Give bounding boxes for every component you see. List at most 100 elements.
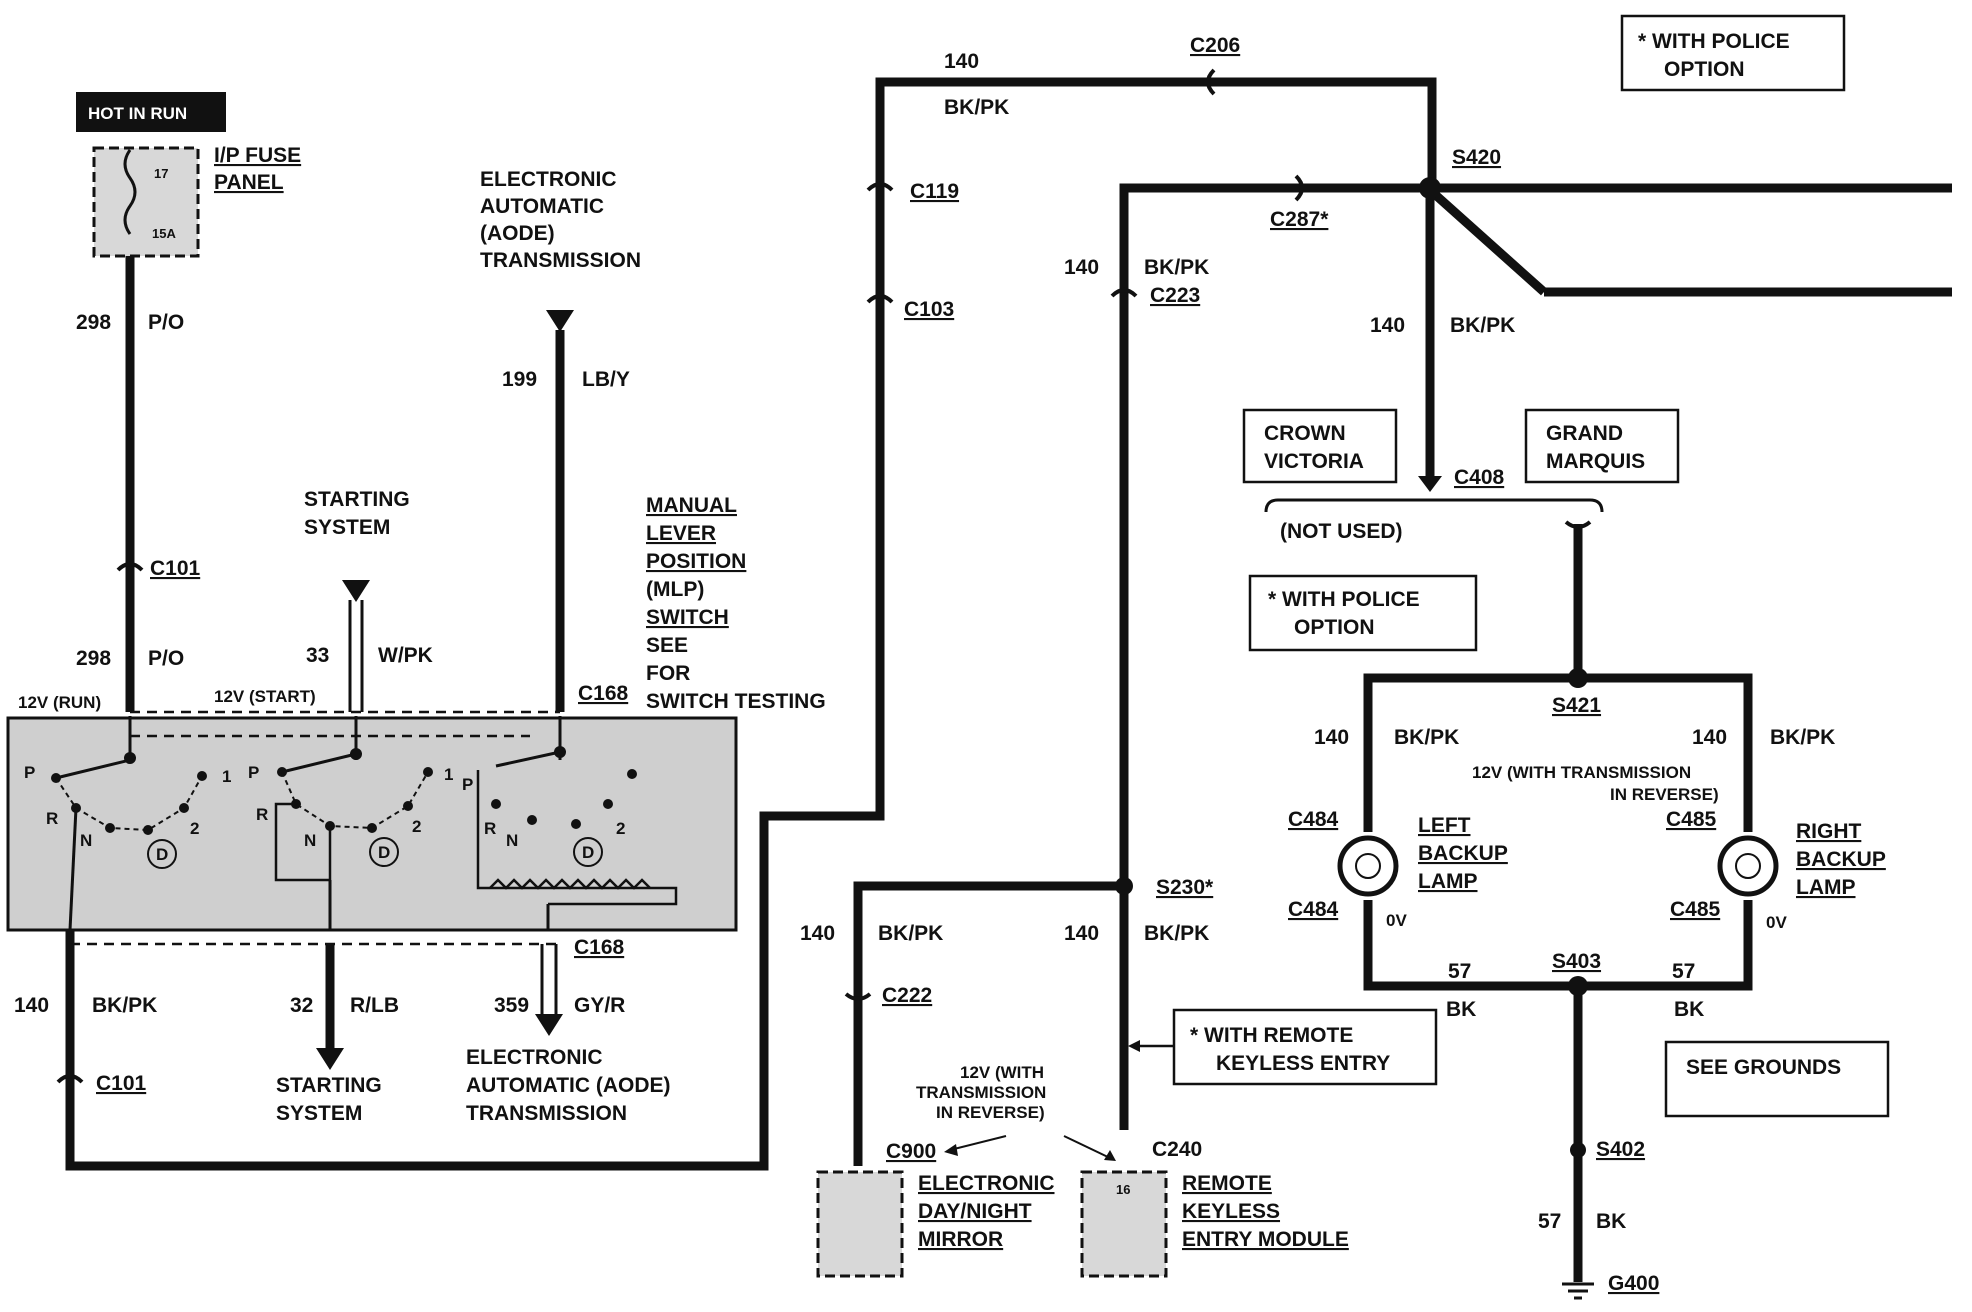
right-lamp-2: BACKUP (1796, 848, 1886, 871)
wire-140-color-c223: BK/PK (1144, 256, 1209, 279)
contact-d-1 (143, 825, 153, 835)
transmission-top-4: TRANSMISSION (480, 249, 641, 272)
fuse-panel-label-2: PANEL (214, 171, 284, 194)
reverse-voltage-lamps-2: IN REVERSE) (1610, 785, 1719, 804)
mlp-label-2: LEVER (646, 522, 716, 545)
rke-label-2: KEYLESS (1182, 1200, 1280, 1223)
c168-label-bottom: C168 (574, 936, 625, 959)
pos-d-ring-1 (147, 839, 177, 869)
wiper-2 (281, 752, 357, 774)
wire-140-rke-branch (1119, 183, 1952, 1130)
police-option-mid-1: * WITH POLICE (1268, 588, 1420, 611)
wire-57-color-bottom: BK (1596, 1210, 1626, 1233)
s402-splice (1570, 1142, 1586, 1158)
wire-359-color: GY/R (574, 994, 625, 1017)
wiper-3 (495, 750, 561, 768)
left-backup-lamp-icon (1337, 835, 1399, 897)
s403-splice (1568, 976, 1588, 996)
fuse-icon (123, 149, 137, 235)
rke-label-3: ENTRY MODULE (1182, 1228, 1349, 1251)
crown-victoria-box (1242, 408, 1398, 484)
c287-label: C287* (1270, 208, 1329, 231)
transmission-top-2: AUTOMATIC (480, 195, 604, 218)
wire-140-color-c408: BK/PK (1450, 314, 1515, 337)
s403-label: S403 (1552, 950, 1601, 973)
fuse-rating: 15A (152, 226, 176, 241)
police-option-note-top (1620, 14, 1846, 92)
mlp-label-3: POSITION (646, 550, 746, 573)
remote-keyless-note-2: KEYLESS ENTRY (1216, 1052, 1390, 1075)
wire-140-color-left-lamp: BK/PK (1394, 726, 1459, 749)
wire-140-num-mirror: 140 (800, 922, 835, 945)
left-lamp-1: LEFT (1418, 814, 1471, 837)
police-option-mid-2: OPTION (1294, 616, 1375, 639)
wiper-1 (55, 758, 131, 780)
pos-p-2: P (248, 763, 259, 782)
grand-marquis-1: GRAND (1546, 422, 1623, 445)
pos-n-2: N (304, 831, 316, 850)
wire-57-num-right: 57 (1672, 960, 1695, 983)
pos-2-2: 2 (412, 817, 421, 836)
pos-r-3: R (484, 819, 496, 838)
c101-connector-bottom-icon (56, 1074, 84, 1084)
starting-system-arrow-icon (342, 580, 370, 602)
pivot-2 (350, 748, 362, 760)
resistor-ladder (489, 878, 651, 890)
c222-label: C222 (882, 984, 932, 1007)
s421-label: S421 (1552, 694, 1601, 717)
left-lamp-2: BACKUP (1418, 842, 1508, 865)
police-option-top-1: * WITH POLICE (1638, 30, 1790, 53)
mirror-label-2: DAY/NIGHT (918, 1200, 1032, 1223)
hot-in-run-banner (76, 92, 226, 132)
pivot-1 (124, 752, 136, 764)
starting-system-bottom-1: STARTING (276, 1074, 382, 1097)
hot-in-run-label: HOT IN RUN (88, 104, 187, 123)
wire-32-num: 32 (290, 994, 313, 1017)
c101-label-top: C101 (150, 557, 201, 580)
mlp-label-1: MANUAL (646, 494, 737, 517)
contact-r-3 (491, 799, 501, 809)
wire-140-color-right-lamp: BK/PK (1770, 726, 1835, 749)
wire-32-arrow-icon (316, 1048, 344, 1070)
c119-connector-icon (866, 182, 894, 192)
left-lamp-3: LAMP (1418, 870, 1478, 893)
right-backup-lamp-icon (1717, 835, 1779, 897)
transmission-circuit (476, 770, 678, 906)
wire-140-main-loop (65, 77, 1437, 1171)
pos-r-1: R (46, 809, 58, 828)
wire-359-arrow-icon (535, 1014, 563, 1036)
mirror-pointer (949, 1135, 1007, 1151)
s421-splice (1568, 668, 1588, 688)
rke-pointer (1063, 1135, 1111, 1159)
not-used-label: (NOT USED) (1280, 520, 1403, 543)
wire-140-mirror (853, 881, 1124, 1166)
wire-140-num-c408: 140 (1370, 314, 1405, 337)
pivot-3 (554, 746, 566, 758)
mlp-label-7: FOR (646, 662, 690, 685)
see-grounds-box (1664, 1040, 1890, 1118)
day-night-mirror-module (816, 1170, 904, 1278)
wire-57-num-bottom: 57 (1538, 1210, 1561, 1233)
c408-arrow-icon (1418, 476, 1442, 492)
transmission-bottom-2: AUTOMATIC (AODE) (466, 1074, 671, 1097)
rke-pin: 16 (1116, 1182, 1130, 1197)
mlp-label-6: SEE (646, 634, 688, 657)
vehicle-bracket (1264, 498, 1604, 513)
reverse-voltage-mirror-2: TRANSMISSION (916, 1083, 1046, 1102)
wire-199-color: LB/Y (582, 368, 630, 391)
wire-140-color-top: BK/PK (944, 96, 1009, 119)
pos-d-ring-3 (573, 837, 603, 867)
c103-connector-icon (866, 294, 894, 304)
transmission-bottom-1: ELECTRONIC (466, 1046, 603, 1069)
wire-140-num-left-lamp: 140 (1314, 726, 1349, 749)
wire-298-color-bottom: P/O (148, 647, 184, 670)
rke-pointer-icon (1104, 1150, 1116, 1161)
remote-keyless-note-1: * WITH REMOTE (1190, 1024, 1353, 1047)
see-grounds-label: SEE GROUNDS (1686, 1056, 1841, 1079)
grand-marquis-box (1524, 408, 1680, 484)
contact-1-3 (627, 769, 637, 779)
wire-298-color-top: P/O (148, 311, 184, 334)
voltage-run: 12V (RUN) (18, 693, 101, 712)
c119-label: C119 (910, 180, 959, 203)
c484-label-top: C484 (1288, 808, 1339, 831)
